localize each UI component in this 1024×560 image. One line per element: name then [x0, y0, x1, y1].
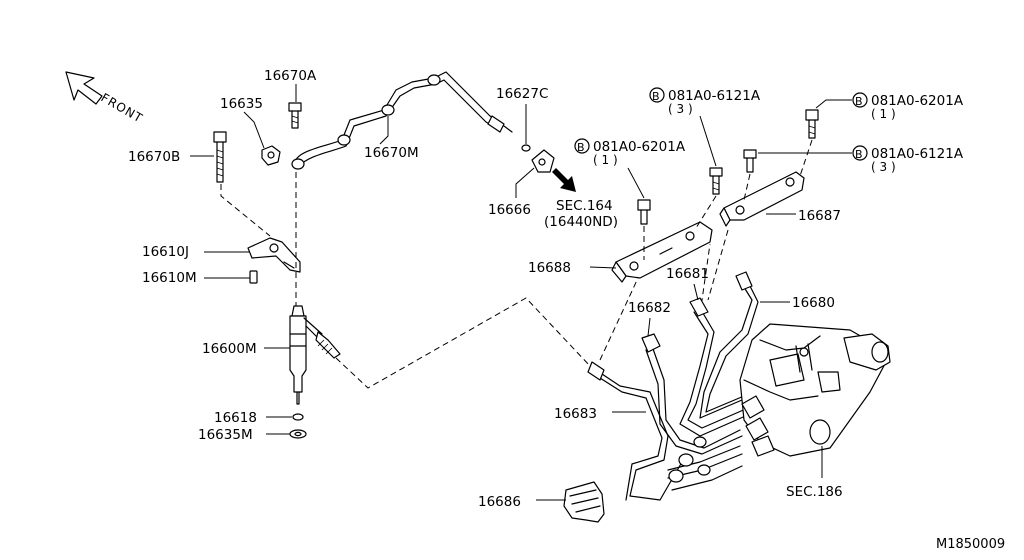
bolt-qty: ( 1 ) [871, 107, 896, 121]
label-sec164-sub: (16440ND) [544, 214, 618, 230]
label-16627C: 16627C [496, 86, 548, 102]
banjo-16666-icon [531, 149, 555, 173]
injection-pump-icon [739, 323, 891, 457]
bolt-callout-2: B 081A0-6201A ( 1 ) [574, 138, 686, 199]
gasket-16627C-icon [521, 144, 531, 152]
front-label: FRONT [99, 90, 146, 125]
clamp-16686-icon [563, 481, 605, 523]
injection-pipes-icon [587, 271, 761, 501]
label-16681: 16681 [666, 266, 709, 282]
bolt-callout-4: B 081A0-6121A ( 3 ) [758, 145, 964, 174]
label-16610M: 16610M [142, 270, 197, 286]
bolt-symbol: B [652, 90, 660, 103]
label-16686: 16686 [478, 494, 521, 510]
label-16635: 16635 [220, 96, 263, 112]
label-16687: 16687 [798, 208, 841, 224]
bolt-code: 081A0-6121A [668, 88, 761, 104]
bolt-code: 081A0-6121A [871, 146, 964, 162]
front-arrow-icon [65, 71, 103, 105]
o-ring-16618-icon [292, 413, 304, 421]
bracket-16687-icon [719, 171, 805, 227]
label-16610J: 16610J [142, 244, 189, 260]
bolt-16670B-icon [213, 131, 227, 183]
label-sec186: SEC.186 [786, 484, 843, 500]
washer-16635M-icon [289, 429, 307, 439]
bolt-symbol: B [855, 95, 863, 108]
spacer-16610M-icon [249, 270, 258, 284]
bolt-qty: ( 3 ) [668, 102, 693, 116]
bolt-symbol: B [855, 148, 863, 161]
bolt-symbol: B [577, 141, 585, 154]
bracket-bolt-icon [637, 109, 819, 225]
spill-tube-16670M-icon [291, 71, 513, 170]
bolt-code: 081A0-6201A [871, 93, 964, 109]
bolt-callout-1: B 081A0-6121A ( 3 ) [649, 87, 761, 167]
label-16688: 16688 [528, 260, 571, 276]
label-16670M: 16670M [364, 145, 419, 161]
label-16682: 16682 [628, 300, 671, 316]
sec164-arrow-icon [552, 168, 576, 192]
label-16600M: 16600M [202, 341, 257, 357]
injector-16600M-icon [289, 305, 341, 405]
nut-16635-icon [261, 145, 281, 166]
label-sec164: SEC.164 [556, 198, 613, 214]
bolt-qty: ( 3 ) [871, 160, 896, 174]
label-16618: 16618 [214, 410, 257, 426]
bolt-16670A-icon [288, 102, 302, 129]
label-16635M: 16635M [198, 427, 253, 443]
label-16680: 16680 [792, 295, 835, 311]
label-16670B: 16670B [128, 149, 180, 165]
bolt-callout-3: B 081A0-6201A ( 1 ) [815, 92, 964, 121]
bolt-qty: ( 1 ) [593, 153, 618, 167]
diagram-id: M1850009 [936, 537, 1005, 552]
clamp-16610J-icon [247, 237, 301, 273]
label-16683: 16683 [554, 406, 597, 422]
label-16666: 16666 [488, 202, 531, 218]
bolt-code: 081A0-6201A [593, 139, 686, 155]
label-16670A: 16670A [264, 68, 317, 84]
